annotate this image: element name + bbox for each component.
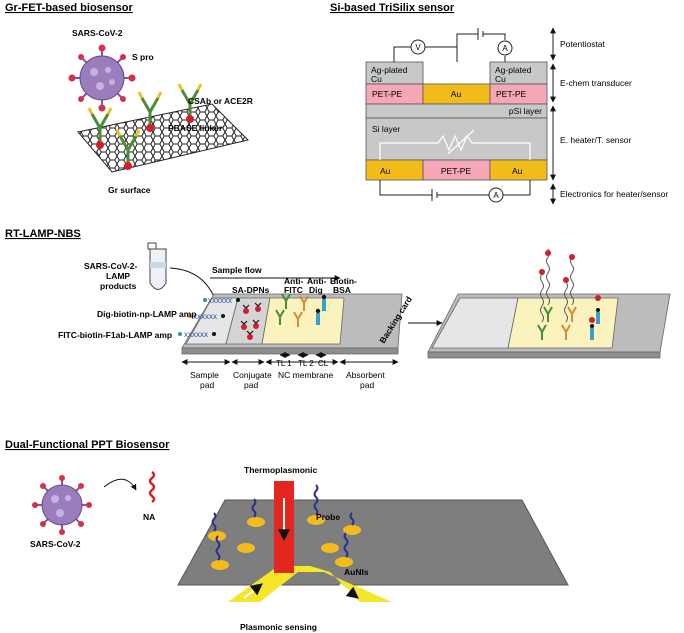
ag-right-label-2: Cu (495, 74, 506, 84)
sensor-stack (365, 61, 548, 181)
cl-label: CL (318, 359, 329, 368)
gr-fet-title: Gr-FET-based biosensor (5, 2, 133, 14)
plasmonic-sensing-label: Plasmonic sensing (240, 622, 317, 632)
s-pro-label: S pro (132, 52, 154, 62)
anti-dig-label-1: Anti- (307, 276, 327, 286)
products-label-2: LAMP (106, 271, 130, 281)
svg-text:xxxxxx: xxxxxx (208, 296, 232, 305)
heater-resistor-icon (379, 129, 531, 160)
au-left-label: Au (380, 166, 391, 176)
aunis-particles (208, 515, 361, 570)
svg-text:A: A (493, 191, 499, 200)
probe-label: Probe (316, 512, 340, 522)
conj-pad-label-2: pad (244, 380, 258, 390)
sample-pad-label-1: Sample (190, 370, 219, 380)
products-label-1: SARS-CoV-2- (84, 261, 138, 271)
absorbent-pad-label-2: pad (360, 380, 374, 390)
sa-dpn-icons (240, 302, 262, 340)
sample-tube-icon (147, 242, 167, 290)
svg-text:xxxxxx: xxxxxx (193, 312, 217, 321)
biotin-bsa-label-1: Biotin- (330, 276, 357, 286)
linker-label: PBASE linker (168, 123, 223, 133)
trisilix-title: Si-based TriSilix sensor (330, 2, 455, 14)
au-right-label: Au (512, 166, 523, 176)
electronics-label: Electronics for heater/sensor (560, 189, 668, 199)
gr-surface-label: Gr surface (108, 185, 151, 195)
probe-strands (211, 484, 355, 561)
pet-left-label: PET-PE (372, 89, 403, 99)
antibody-icons (87, 83, 203, 170)
svg-text:V: V (415, 43, 421, 52)
lamp-title: RT-LAMP-NBS (5, 228, 81, 240)
lfa-strip-right (427, 293, 671, 359)
products-label-3: products (100, 281, 137, 291)
pet-right-label: PET-PE (496, 89, 527, 99)
heater-circuit (379, 180, 531, 201)
pet-mid-label: PET-PE (441, 166, 472, 176)
extraction-arrow (103, 478, 137, 491)
ppt-virus-icon (32, 475, 92, 535)
transducer-label: E-chem transducer (560, 78, 632, 88)
tl2-label: TL 2 (298, 359, 314, 368)
ppt-virus-label: SARS-CoV-2 (30, 539, 81, 549)
gr-virus-label: SARS-CoV-2 (72, 28, 123, 38)
ppt-title: Dual-Functional PPT Biosensor (5, 439, 170, 451)
thermoplasmonic-label: Thermoplasmonic (244, 465, 317, 475)
anti-fitc-label-1: Anti- (284, 276, 304, 286)
psi-label: pSi layer (509, 106, 542, 116)
na-label: NA (143, 512, 155, 522)
fitc-amp-label: FITC-biotin-F1ab-LAMP amp (58, 330, 172, 340)
heater-label: E. heater/T. sensor (560, 135, 632, 145)
antibody-4 (177, 83, 203, 123)
absorbent-pad-label-1: Absorbent (346, 370, 385, 380)
potentiostat-label: Potentiostat (560, 39, 606, 49)
ppt-chip-surface (177, 499, 569, 586)
test-line-antibodies (275, 293, 327, 327)
antibody-3 (137, 91, 163, 132)
svg-text:A: A (502, 44, 508, 53)
bound-complex-icons (537, 248, 601, 340)
tl1-label: TL 1 (276, 359, 292, 368)
plasmonic-beam (228, 566, 392, 602)
ammeter-bottom-icon: A (488, 187, 504, 203)
sa-dpns-label: SA-DPNs (232, 285, 270, 295)
conj-pad-label-1: Conjugate (233, 370, 272, 380)
dig-amp-label: Dig-biotin-np-LAMP amp (97, 309, 196, 319)
sars-cov-2-virus-icon (68, 44, 136, 112)
aunis-label: AuNIs (344, 567, 369, 577)
ammeter-top-icon: A (497, 40, 513, 56)
lfa-strip-left (181, 293, 403, 355)
svg-text:xxxxxx: xxxxxx (184, 330, 208, 339)
nc-membrane-label: NC membrane (278, 370, 334, 380)
ag-left-label-1: Ag-plated (371, 65, 408, 75)
antibody-1 (87, 107, 113, 149)
na-strand-icon (148, 471, 156, 503)
biotin-bsa-label-2: BSA (333, 285, 351, 295)
graphene-surface (77, 103, 249, 173)
si-label: Si layer (372, 124, 401, 134)
antibody-label: CSAb or ACE2R (188, 96, 253, 106)
voltmeter-icon: V (410, 39, 426, 55)
pad-dimension-arrows (181, 352, 399, 365)
anti-fitc-label-2: FITC (284, 285, 303, 295)
ag-left-label-2: Cu (371, 74, 382, 84)
anti-dig-label-2: Dig (309, 285, 323, 295)
potentiostat-circuit (393, 28, 506, 62)
sample-flow-label: Sample flow (212, 265, 262, 275)
ag-right-label-1: Ag-plated (495, 65, 532, 75)
lamp-amplicons: xxxxxx xxxxxx xxxxxx (178, 296, 240, 339)
thermoplasmonic-beam (274, 481, 294, 573)
antibody-2 (115, 129, 141, 170)
au-mid-label: Au (451, 89, 462, 99)
sample-pad-label-2: pad (200, 380, 214, 390)
